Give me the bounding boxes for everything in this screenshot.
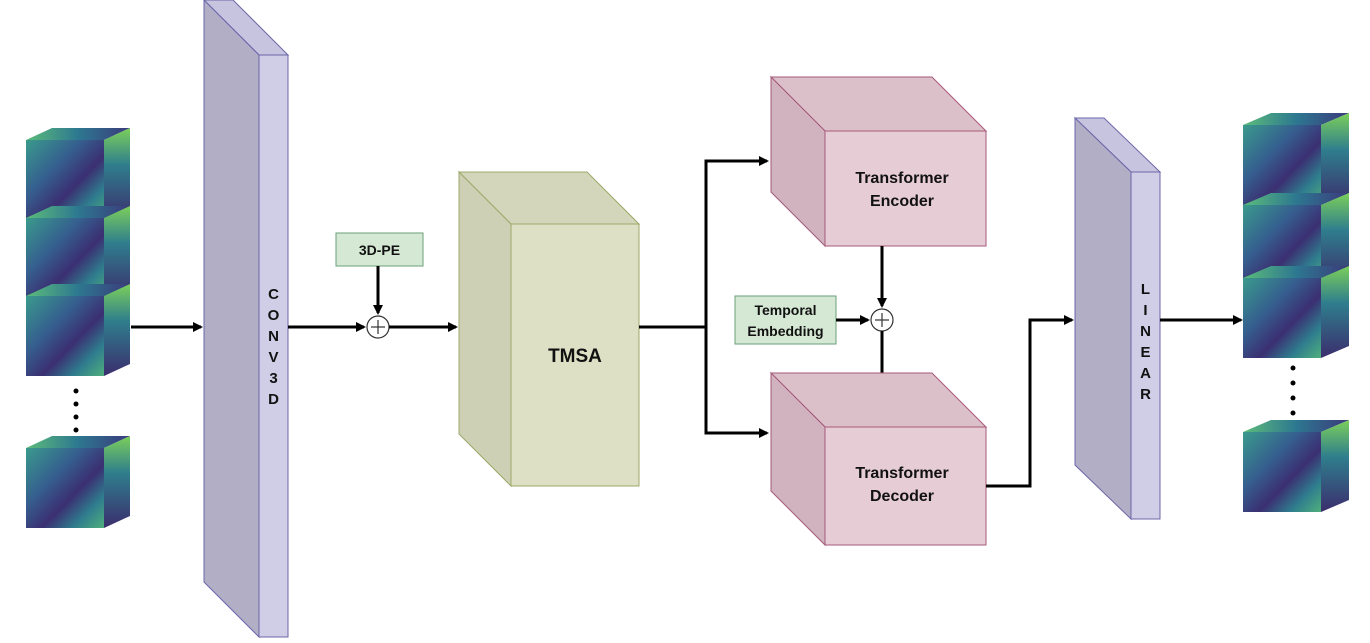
conv3d-letter-3: V xyxy=(268,349,278,366)
output-cube-2 xyxy=(1243,193,1349,285)
input-ellipsis xyxy=(73,388,79,433)
encoder-block: Transformer Encoder xyxy=(769,75,988,248)
linear-letter-1: I xyxy=(1143,302,1147,319)
output-ellipsis xyxy=(1290,365,1296,416)
pe-box: 3D-PE xyxy=(335,232,424,267)
input-cube-4 xyxy=(26,436,130,528)
temporal-embedding-box: Temporal Embedding xyxy=(734,295,837,345)
linear-letter-0: L xyxy=(1141,281,1150,298)
conv3d-letter-2: N xyxy=(268,328,279,345)
output-cube-4 xyxy=(1243,420,1349,512)
pe-label: 3D-PE xyxy=(359,242,400,258)
encoder-label-line2: Encoder xyxy=(870,193,934,210)
input-cube-1 xyxy=(26,128,130,220)
arrow-decoder-to-linear xyxy=(986,315,1074,488)
encoder-label-line1: Transformer xyxy=(855,170,948,187)
linear-letter-5: R xyxy=(1140,386,1151,403)
linear-letter-4: A xyxy=(1140,365,1151,382)
conv3d-letter-0: C xyxy=(268,286,279,303)
output-cube-1 xyxy=(1243,113,1349,205)
sum-node-1 xyxy=(366,315,390,339)
conv3d-letter-4: 3 xyxy=(269,370,277,387)
input-cube-3 xyxy=(26,284,130,376)
linear-letter-2: N xyxy=(1140,323,1151,340)
temporal-label-line2: Embedding xyxy=(747,323,823,339)
tmsa-label: TMSA xyxy=(548,346,602,367)
output-cube-3 xyxy=(1243,266,1349,358)
input-cube-stack xyxy=(26,128,130,528)
decoder-block: Transformer Decoder xyxy=(769,371,988,547)
linear-letter-3: E xyxy=(1140,344,1150,361)
temporal-label-line1: Temporal xyxy=(755,302,817,318)
tmsa-output-connector xyxy=(639,156,769,438)
decoder-label-line2: Decoder xyxy=(870,488,934,505)
output-cube-stack xyxy=(1243,113,1349,512)
tmsa-block: TMSA xyxy=(457,170,641,488)
conv3d-letter-1: O xyxy=(268,307,280,324)
input-cube-2 xyxy=(26,206,130,298)
sum-node-2 xyxy=(870,308,894,332)
decoder-label-line1: Transformer xyxy=(855,465,948,482)
conv3d-letter-5: D xyxy=(268,391,279,408)
